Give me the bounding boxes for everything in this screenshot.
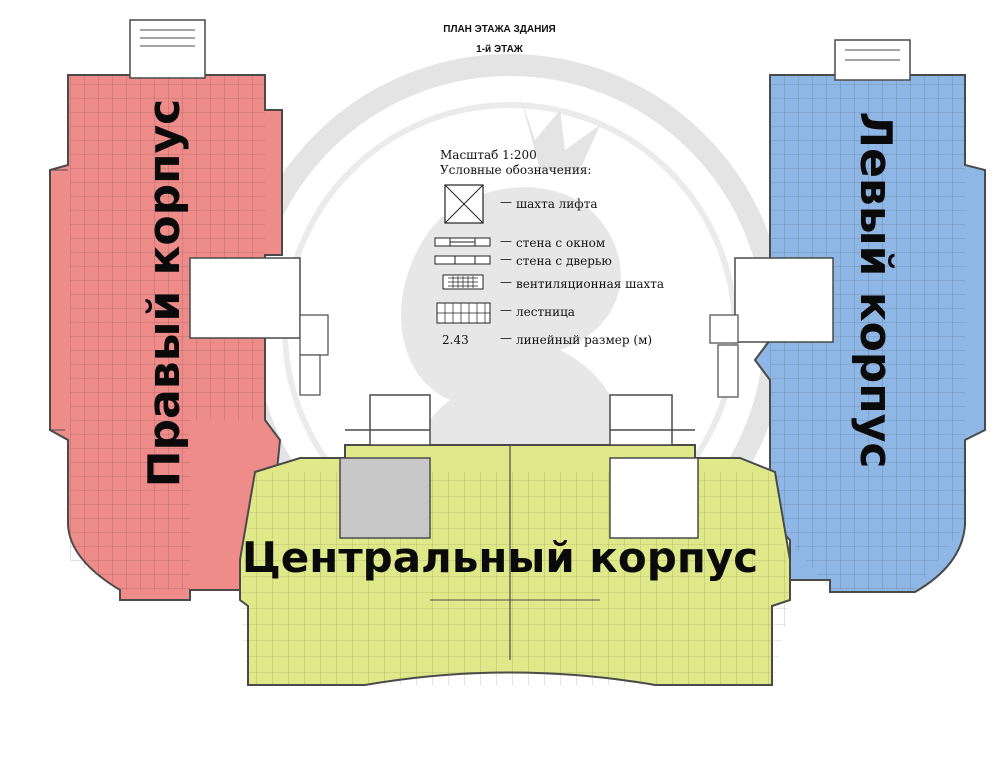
elevator-shaft-icon bbox=[444, 184, 484, 224]
legend-item-ventilation: — вентиляционная шахта bbox=[500, 275, 665, 291]
central-wing bbox=[239, 394, 791, 686]
dimension-sample: 2.43 bbox=[442, 333, 469, 347]
plan-title: ПЛАН ЭТАЖА ЗДАНИЯ bbox=[443, 24, 556, 35]
right-core bbox=[189, 257, 301, 339]
legend-heading: Условные обозначения: bbox=[440, 163, 592, 177]
left-wing-label: Левый корпус bbox=[850, 111, 901, 469]
left-core bbox=[734, 257, 834, 343]
legend-item-stairs: — лестница bbox=[500, 303, 575, 319]
central-core-west bbox=[339, 457, 431, 539]
central-wing-label: Центральный корпус bbox=[241, 533, 759, 582]
legend-item-door-wall: — стена с дверью bbox=[500, 252, 612, 268]
legend-scale: Масштаб 1:200 bbox=[440, 148, 537, 162]
legend-item-dimension: 2.43 — линейный размер (м) bbox=[442, 331, 653, 347]
legend-item-window-wall: — стена с окном bbox=[500, 234, 606, 250]
legend: Масштаб 1:200 Условные обозначения: — ша… bbox=[440, 148, 700, 347]
legend-symbols bbox=[434, 184, 491, 324]
floor-label: 1-й ЭТАЖ bbox=[476, 44, 523, 55]
central-core-east bbox=[609, 457, 699, 539]
wall-door-icon bbox=[434, 255, 491, 265]
right-wing bbox=[49, 19, 329, 601]
ventilation-shaft-icon bbox=[442, 274, 484, 290]
stairs-icon bbox=[436, 302, 491, 324]
wall-window-icon bbox=[434, 237, 491, 247]
legend-item-elevator: — шахта лифта bbox=[500, 195, 598, 211]
right-wing-label: Правый корпус bbox=[139, 98, 190, 488]
left-wing bbox=[709, 39, 986, 593]
